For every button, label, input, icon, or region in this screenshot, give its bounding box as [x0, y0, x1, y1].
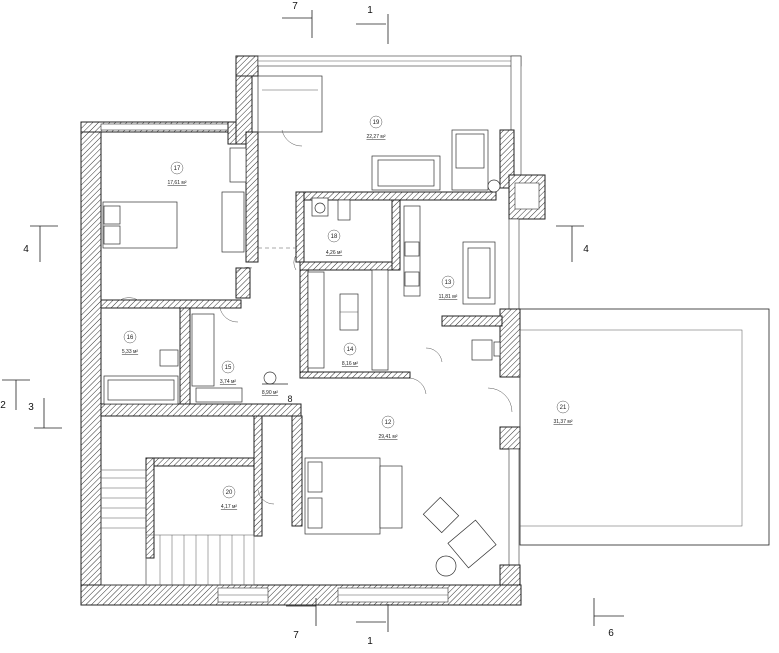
svg-text:3: 3	[28, 402, 34, 413]
svg-text:12: 12	[385, 420, 392, 426]
room-label-12: 12 29,41 м²	[378, 415, 398, 440]
svg-text:2: 2	[0, 400, 6, 411]
svg-text:7: 7	[293, 630, 299, 641]
svg-text:21: 21	[560, 405, 567, 411]
svg-text:29,41 м²: 29,41 м²	[378, 434, 397, 440]
room-label-21: 21 31,37 м²	[553, 400, 573, 425]
room-label-16: 16 5,33 м²	[122, 330, 139, 355]
svg-text:14: 14	[347, 347, 354, 353]
section-mark-1-top: 1	[356, 5, 389, 44]
svg-text:22,27 м²: 22,27 м²	[366, 134, 385, 140]
svg-text:3,74 м²: 3,74 м²	[220, 379, 237, 385]
svg-text:4,26 м²: 4,26 м²	[326, 250, 343, 256]
terrace-outline	[519, 308, 770, 546]
svg-text:8,90 м²: 8,90 м²	[262, 390, 279, 396]
svg-text:6: 6	[608, 628, 614, 639]
section-mark-2-left: 2	[0, 379, 30, 411]
svg-text:13: 13	[445, 280, 452, 286]
svg-text:20: 20	[226, 490, 233, 496]
section-mark-4-left: 4	[23, 225, 58, 262]
svg-text:15: 15	[225, 365, 232, 371]
room-label-15: 15 3,74 м²	[220, 360, 237, 385]
svg-text:4: 4	[583, 244, 589, 255]
svg-text:1: 1	[367, 636, 373, 647]
room-labels: 17 17,61 м² 19 22,27 м² 18 4,26 м² 13 11…	[122, 115, 573, 510]
room-label-17: 17 17,61 м²	[167, 161, 187, 186]
svg-text:16: 16	[127, 335, 134, 341]
staircase	[100, 469, 255, 586]
room-label-14: 14 8,16 м²	[342, 342, 359, 367]
furniture	[100, 75, 501, 586]
section-mark-4-right: 4	[556, 225, 589, 262]
section-mark-7-top: 7	[282, 1, 313, 38]
section-mark-3-left: 3	[28, 398, 62, 429]
svg-text:19: 19	[373, 120, 380, 126]
room-label-18: 18 4,26 м²	[326, 229, 343, 256]
svg-text:31,37 м²: 31,37 м²	[553, 419, 572, 425]
room-label-13: 13 11,81 м²	[439, 275, 458, 300]
interior-walls	[100, 131, 503, 559]
doors	[119, 129, 513, 505]
svg-text:7: 7	[292, 1, 298, 12]
svg-text:8,16 м²: 8,16 м²	[342, 361, 359, 367]
svg-text:17,61 м²: 17,61 м²	[167, 180, 186, 186]
room-label-8: 8 8,90 м²	[262, 390, 293, 404]
exterior-walls	[80, 55, 546, 606]
room-label-19: 19 22,27 м²	[366, 115, 386, 140]
room-label-20: 20 4,17 м²	[221, 485, 238, 510]
section-mark-7-bottom: 7	[286, 598, 317, 641]
section-marks: 7 1 4 4 2 3 7	[0, 1, 624, 647]
section-mark-1-bottom: 1	[356, 604, 389, 647]
svg-text:1: 1	[367, 5, 373, 16]
section-mark-6-bottom: 6	[593, 598, 624, 639]
svg-text:11,81 м²: 11,81 м²	[439, 294, 458, 300]
svg-text:4: 4	[23, 244, 29, 255]
svg-text:5,33 м²: 5,33 м²	[122, 349, 139, 355]
svg-text:17: 17	[174, 166, 181, 172]
svg-text:8: 8	[287, 394, 292, 404]
svg-text:18: 18	[331, 234, 338, 240]
svg-text:4,17 м²: 4,17 м²	[221, 504, 238, 510]
